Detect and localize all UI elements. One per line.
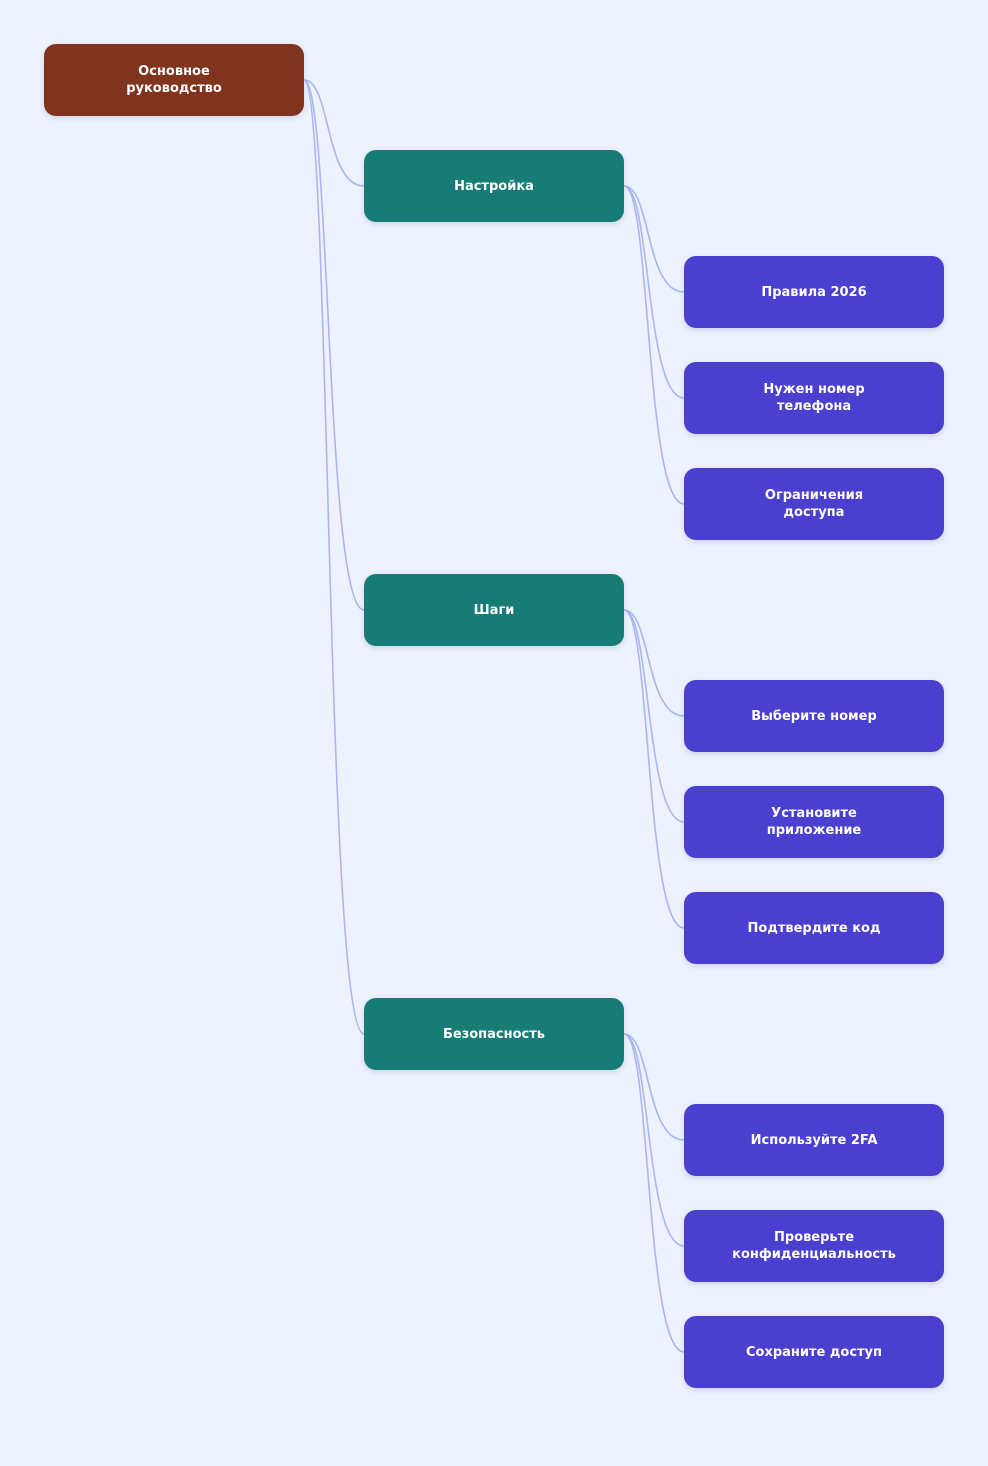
- connector-branch-1-leaf-0: [623, 609, 685, 717]
- leaf-node-choose-number-label: Выберите номер: [751, 708, 877, 724]
- connector-branch-1-leaf-1: [623, 609, 685, 823]
- leaf-node-confirm-code-label: Подтвердите код: [747, 920, 881, 936]
- leaf-node-use-2fa[interactable]: Используйте 2FA: [684, 1104, 944, 1176]
- branch-node-steps-label: Шаги: [473, 602, 515, 618]
- leaf-node-use-2fa-label: Используйте 2FA: [750, 1132, 878, 1148]
- connector-root-branch-1: [303, 79, 365, 611]
- branch-node-setup-label: Настройка: [454, 178, 534, 194]
- branch-node-steps[interactable]: Шаги: [364, 574, 624, 646]
- branch-node-setup[interactable]: Настройка: [364, 150, 624, 222]
- connector-root-branch-2: [303, 79, 365, 1035]
- connector-branch-0-leaf-0: [623, 185, 685, 293]
- leaf-node-confirm-code[interactable]: Подтвердите код: [684, 892, 944, 964]
- connector-branch-2-leaf-2: [623, 1033, 685, 1353]
- connector-branch-0-leaf-2: [623, 185, 685, 505]
- connector-branch-1-leaf-2: [623, 609, 685, 929]
- leaf-node-choose-number[interactable]: Выберите номер: [684, 680, 944, 752]
- connector-branch-2-leaf-1: [623, 1033, 685, 1247]
- branch-node-security[interactable]: Безопасность: [364, 998, 624, 1070]
- connector-branch-2-leaf-0: [623, 1033, 685, 1141]
- branch-node-security-label: Безопасность: [442, 1026, 546, 1042]
- leaf-node-rules-2026[interactable]: Правила 2026: [684, 256, 944, 328]
- leaf-node-save-access[interactable]: Сохраните доступ: [684, 1316, 944, 1388]
- leaf-node-rules-2026-label: Правила 2026: [761, 284, 867, 300]
- connector-branch-0-leaf-1: [623, 185, 685, 399]
- connector-root-branch-0: [303, 79, 365, 187]
- leaf-node-save-access-label: Сохраните доступ: [745, 1344, 883, 1360]
